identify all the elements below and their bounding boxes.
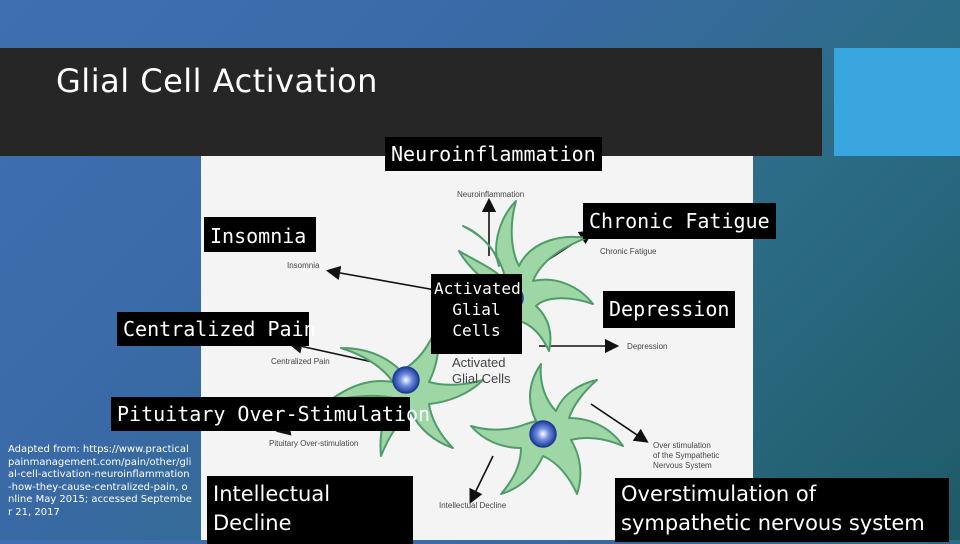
accent-square [834, 48, 960, 156]
slide-title: Glial Cell Activation [56, 62, 378, 100]
fig-overstim-1: Over stimulation [653, 441, 711, 450]
fig-overstim-3: Nervous System [653, 461, 712, 470]
label-depression: Depression [603, 291, 735, 328]
label-chronic-fatigue: Chronic Fatigue [583, 203, 776, 239]
label-pituitary: Pituitary Over-Stimulation [111, 397, 430, 431]
label-intellectual-decline: Intellectual Decline [207, 476, 413, 544]
arrow-intellectual-decline [469, 455, 494, 504]
arrow-insomnia [325, 265, 442, 292]
figure-svg: Neuroinflammation Chronic Fatigue Insomn… [269, 190, 719, 510]
label-overstimulation: Overstimulation of sympathetic nervous s… [615, 478, 949, 542]
label-activated-glial-cells: Activated Glial Cells [431, 274, 522, 354]
fig-pituitary: Pituitary Over-stimulation [269, 439, 358, 448]
fig-neuroinflammation: Neuroinflammation [457, 190, 524, 199]
glial-cell-left [328, 325, 484, 457]
fig-overstim-2: of the Sympathetic [653, 451, 719, 460]
label-centralized-pain: Centralized Pain [117, 312, 316, 346]
fig-intellectual-decline: Intellectual Decline [439, 501, 507, 510]
source-citation: Adapted from: https://www.practicalpainm… [8, 444, 192, 518]
fig-activated-2: Glial Cells [452, 371, 511, 386]
fig-centralized-pain: Centralized Pain [271, 357, 330, 366]
label-insomnia: Insomnia [204, 217, 316, 252]
arrow-overstimulation [590, 403, 649, 443]
fig-chronic-fatigue: Chronic Fatigue [600, 247, 657, 256]
fig-depression: Depression [627, 342, 667, 351]
glial-cell-right [470, 363, 624, 495]
fig-activated-1: Activated [452, 355, 505, 370]
figure-text: Neuroinflammation Chronic Fatigue Insomn… [269, 190, 719, 510]
fig-insomnia: Insomnia [287, 261, 320, 270]
label-neuroinflammation: Neuroinflammation [385, 137, 602, 171]
